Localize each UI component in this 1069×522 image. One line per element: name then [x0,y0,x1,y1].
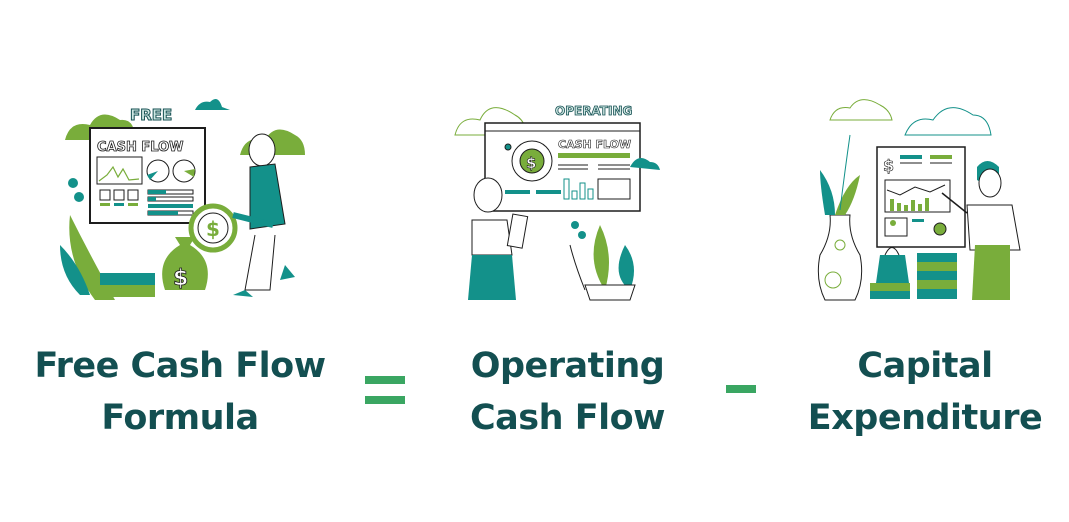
capital-expenditure-illustration: $ [805,95,1040,310]
svg-text:$: $ [173,266,188,291]
capital-expenditure-label: Capital Expenditure [795,340,1055,444]
svg-text:$: $ [526,154,536,172]
svg-text:CASH FLOW: CASH FLOW [97,140,183,155]
svg-text:$: $ [206,217,220,241]
minus-sign [726,385,756,393]
equals-sign [365,376,405,404]
result-line-2: Formula [101,398,259,438]
result-line-1: Free Cash Flow [34,346,326,386]
term2-line-2: Expenditure [807,398,1043,438]
term1-line-1: Operating [470,346,665,386]
term1-line-2: Cash Flow [469,398,666,438]
shopping-bag-icon [875,255,910,290]
dollar-coin-icon [519,148,545,174]
operating-cash-flow-label: Operating Cash Flow [445,340,690,444]
free-cash-flow-formula-label: Free Cash Flow Formula [20,340,340,444]
free-cash-flow-illustration: FREE CASH FLOW $ $ [55,95,305,310]
svg-text:$: $ [883,156,894,175]
term2-line-1: Capital [857,346,993,386]
operating-cash-flow-illustration: OPERATING $ CASH FLOW [450,95,670,310]
money-bag-icon [162,237,208,290]
svg-text:CASH FLOW: CASH FLOW [558,138,631,151]
svg-text:OPERATING: OPERATING [555,104,632,118]
free-badge: FREE [130,106,172,124]
